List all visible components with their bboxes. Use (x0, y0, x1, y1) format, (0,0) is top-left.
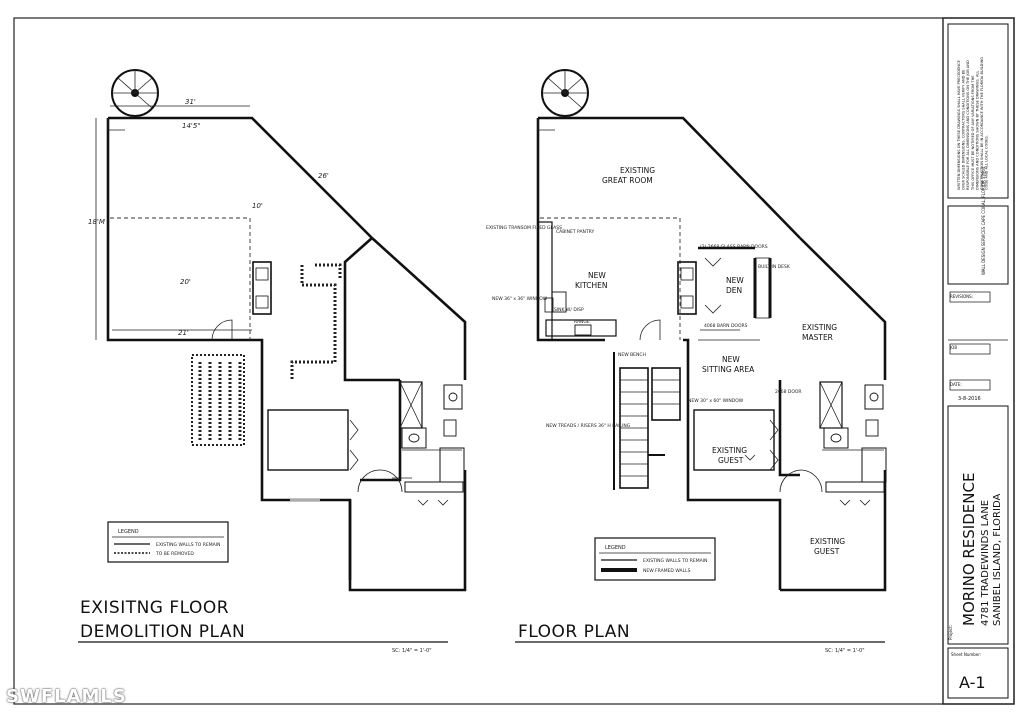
demo-legend-item-2: TO BE REMOVED (155, 551, 194, 557)
room-kitchen-l1: NEW (588, 271, 606, 280)
room-sitting-l1: NEW (722, 355, 740, 364)
tb-sheet-number: A-1 (959, 673, 986, 692)
demo-title-line1: EXISITNG FLOOR (80, 598, 229, 618)
note-transom: EXISTING TRANSOM FIXED GLASS (486, 225, 562, 231)
note-sink: SINK W/ DISP (554, 307, 584, 313)
dim-10: 10' (252, 202, 263, 210)
tb-address-2: SANIBEL ISLAND, FLORIDA (992, 494, 1003, 626)
tb-project-label: Project: (948, 625, 953, 640)
note-range: RANGE (574, 319, 590, 325)
dim-14-5: 14'5" (182, 122, 201, 130)
tb-address-1: 4781 TRADEWINDS LANE (980, 500, 991, 626)
dim-31: 31' (185, 98, 196, 106)
room-sitting-l2: SITTING AREA (702, 365, 755, 374)
spiral-stair-left (111, 69, 159, 117)
tb-disclaimer-line: CONSTRUCTION SHALL BE IN ACCORDANCE WITH… (980, 57, 984, 190)
room-guest2-l2: GUEST (814, 547, 840, 556)
room-master-l1: EXISTING (802, 323, 837, 332)
floor-scale: SC: 1/4" = 1'-0" (825, 648, 865, 654)
tb-date-value: 3-8-2016 (958, 396, 981, 402)
title-block: WRITTEN DIMENSIONS ON THESE DRAWINGS SHA… (947, 23, 1009, 699)
floor-title: FLOOR PLAN (518, 622, 630, 642)
dim-26: 26' (318, 172, 329, 180)
new-stair (613, 352, 681, 490)
note-door: 2668 DOOR (775, 389, 802, 395)
mls-watermark: SWFLAMLS (6, 686, 127, 707)
room-guest1-l1: EXISTING (712, 446, 747, 455)
floor-legend-item-2: NEW FRAMED WALLS (643, 568, 691, 574)
note-new-window: NEW 36" x 36" WINDOW (492, 296, 548, 302)
demo-stair (191, 354, 245, 446)
room-great-room-l2: GREAT ROOM (602, 176, 653, 185)
note-builtin: BUILT-IN DESK (758, 264, 791, 270)
tb-sheet-number-label: Sheet Number: (951, 652, 981, 657)
tb-disclaimer: WRITTEN DIMENSIONS ON THESE DRAWINGS SHA… (957, 57, 989, 191)
demo-scale: SC: 1/4" = 1'-0" (392, 648, 432, 654)
note-bench: NEW BENCH (618, 352, 646, 358)
dim-21: 21' (178, 329, 189, 337)
tb-firm: WALL DESIGN SERVICES CAPE CORAL, FLORIDA… (981, 166, 986, 275)
room-den-l1: NEW (726, 276, 744, 285)
dim-18m: 18'M (88, 218, 105, 226)
spiral-stair-right (541, 69, 589, 117)
demolition-plan: 31' 14'5" 26' 10' 20' 21' 18'M (78, 69, 467, 654)
room-guest2-l1: EXISTING (810, 537, 845, 546)
floor-legend: LEGEND EXISTING WALLS TO REMAIN NEW FRAM… (594, 537, 716, 581)
note-barn-doors: 4068 BARN DOORS (704, 323, 748, 329)
dim-20: 20' (180, 278, 191, 286)
note-new-window2: NEW 30" x 60" WINDOW (688, 398, 744, 404)
floor-legend-item-1: EXISTING WALLS TO REMAIN (643, 558, 707, 564)
room-kitchen-l2: KITCHEN (575, 281, 608, 290)
floor-legend-title: LEGEND (605, 545, 626, 551)
demo-legend-title: LEGEND (118, 529, 139, 535)
tb-job-label: JOB (949, 345, 957, 350)
demo-legend: LEGEND EXISTING WALLS TO REMAIN TO BE RE… (107, 521, 229, 563)
title-block-border (942, 17, 1015, 705)
tb-disclaimer-line: CODE AND ALL LOCAL CODES. (985, 135, 989, 190)
demo-title-line2: DEMOLITION PLAN (80, 622, 245, 642)
floor-plan: EXISTING GREAT ROOM NEW KITCHEN NEW DEN … (486, 69, 887, 654)
tb-disclaimer-line: OVER SCALED DIMENSIONS. CONTRACTORS SHAL… (962, 69, 966, 190)
room-den-l2: DEN (726, 286, 742, 295)
room-great-room-l1: EXISTING (620, 166, 655, 175)
tb-project-name: MORINO RESIDENCE (960, 473, 978, 626)
note-glass-doors: (2) 2668 GLASS BARN DOORS (700, 244, 768, 250)
note-cabinet: CABINET PANTRY (556, 229, 594, 235)
tb-disclaimer-line: THIS OFFICE MUST BE NOTIFIED OF ANY VARI… (971, 75, 975, 191)
tb-disclaimer-line: WRITTEN DIMENSIONS ON THESE DRAWINGS SHA… (957, 60, 961, 190)
tb-disclaimer-line: DIMENSIONS AND CONDITIONS SHOWN BY THESE… (975, 71, 979, 190)
room-guest1-l2: GUEST (718, 456, 744, 465)
note-treads: NEW TREADS / RISERS 36" H RAILING (546, 423, 631, 429)
tb-disclaimer-line: RESPONSIBLE FOR ALL DIMENSIONS AND CONDI… (966, 60, 970, 190)
tb-revisions-label: REVISIONS: (950, 294, 973, 299)
tb-date-label: DATE: (950, 382, 962, 387)
room-master-l2: MASTER (802, 333, 833, 342)
demo-legend-item-1: EXISTING WALLS TO REMAIN (156, 542, 220, 548)
